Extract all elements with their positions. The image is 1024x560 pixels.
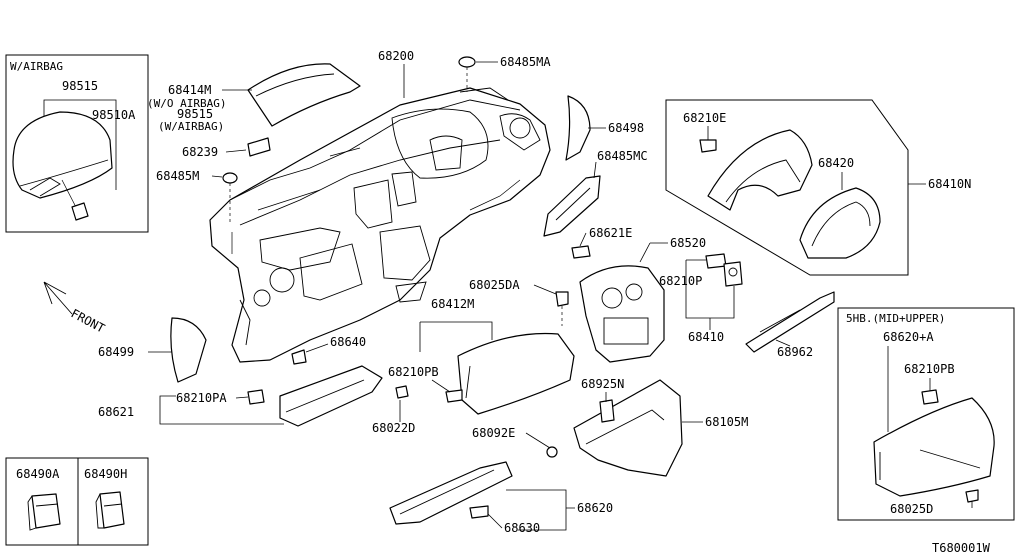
5hb-inset-title: 5HB.(MID+UPPER) — [846, 312, 945, 325]
part-label-68621[interactable]: 68621 — [98, 405, 134, 419]
part-label-68410n[interactable]: 68410N — [928, 177, 971, 191]
clips-68210p-68410-drawing — [705, 253, 743, 287]
part-label-68210pa[interactable]: 68210PA — [176, 391, 227, 405]
glove-box-lid-drawing — [445, 291, 575, 415]
diagram-id: T680001W — [932, 541, 991, 555]
part-label-98515[interactable]: 98515 — [177, 107, 213, 121]
meter-hood-inset: 68210E 68420 68410N — [665, 99, 971, 276]
callouts: 68200 68485MA 68414M (W/O AIRBAG) 98515 … — [98, 49, 813, 535]
side-trim-68499-drawing — [170, 317, 207, 383]
part-label-68520[interactable]: 68520 — [670, 236, 706, 250]
part-label-98515-note: (W/AIRBAG) — [158, 120, 224, 133]
part-label-68490a[interactable]: 68490A — [16, 467, 60, 481]
part-label-68485mc[interactable]: 68485MC — [597, 149, 648, 163]
part-label-68490h[interactable]: 68490H — [84, 467, 127, 481]
part-label-68210pb[interactable]: 68210PB — [388, 365, 439, 379]
part-label-68498[interactable]: 68498 — [608, 121, 644, 135]
part-label-68499[interactable]: 68499 — [98, 345, 134, 359]
airbag-module-drawing — [12, 111, 113, 221]
center-cluster-68520-drawing — [571, 245, 665, 363]
part-label-68210p[interactable]: 68210P — [659, 274, 702, 288]
clip-68485ma-drawing — [458, 56, 476, 68]
part-label-68210e[interactable]: 68210E — [683, 111, 726, 125]
instrument-panel-drawing — [209, 87, 551, 363]
part-label-68620[interactable]: 68620 — [577, 501, 613, 515]
airbag-inset-title: W/AIRBAG — [10, 60, 63, 73]
part-label-68025da[interactable]: 68025DA — [469, 278, 520, 292]
part-label-68239[interactable]: 68239 — [182, 145, 218, 159]
part-label-68210pb-inset[interactable]: 68210PB — [904, 362, 955, 376]
clip-inset: 68490A 68490H — [5, 457, 149, 546]
part-label-68640[interactable]: 68640 — [330, 335, 366, 349]
lower-trim-68620-drawing — [389, 461, 513, 525]
part-label-68410[interactable]: 68410 — [688, 330, 724, 344]
meter-visor-drawing — [247, 63, 361, 127]
meter-hood-drawing — [699, 129, 881, 259]
part-label-98515-inset[interactable]: 98515 — [62, 79, 98, 93]
clip-68485m-drawing — [222, 172, 238, 184]
lower-cover-68105m-drawing — [546, 379, 683, 477]
part-label-68092e[interactable]: 68092E — [472, 426, 515, 440]
part-label-68022d[interactable]: 68022D — [372, 421, 415, 435]
glove-box-68621-drawing — [247, 349, 409, 427]
front-arrow: FRONT — [43, 281, 107, 336]
part-label-68962[interactable]: 68962 — [777, 345, 813, 359]
part-label-68025d[interactable]: 68025D — [890, 502, 933, 516]
part-label-68925n[interactable]: 68925N — [581, 377, 624, 391]
5hb-inset: 5HB.(MID+UPPER) 68620+A 68210PB 68025D — [837, 307, 1015, 521]
part-label-68485m[interactable]: 68485M — [156, 169, 199, 183]
part-label-68485ma[interactable]: 68485MA — [500, 55, 551, 69]
front-label: FRONT — [69, 306, 107, 335]
part-label-68414m[interactable]: 68414M — [168, 83, 211, 97]
part-label-68420[interactable]: 68420 — [818, 156, 854, 170]
side-trim-68962-drawing — [745, 291, 835, 353]
clip-68490a-drawing — [27, 493, 61, 531]
clip-68490h-drawing — [95, 491, 125, 529]
glove-box-lid-5hb-drawing — [873, 389, 995, 503]
part-label-68630[interactable]: 68630 — [504, 521, 540, 535]
airbag-inset: W/AIRBAG 98515 98510A — [5, 54, 149, 233]
part-label-68620-a[interactable]: 68620+A — [883, 330, 934, 344]
part-label-68621e[interactable]: 68621E — [589, 226, 632, 240]
part-label-68105m[interactable]: 68105M — [705, 415, 748, 429]
part-label-98510a[interactable]: 98510A — [92, 108, 136, 122]
part-label-68414m-note: (W/O AIRBAG) — [147, 97, 226, 110]
part-label-68412m[interactable]: 68412M — [431, 297, 474, 311]
clip-68239-drawing — [247, 137, 271, 157]
part-label-68200[interactable]: 68200 — [378, 49, 414, 63]
finisher-68485mc-drawing — [543, 175, 601, 237]
small-parts-top — [222, 56, 476, 224]
side-trim-68498-drawing — [565, 95, 591, 161]
